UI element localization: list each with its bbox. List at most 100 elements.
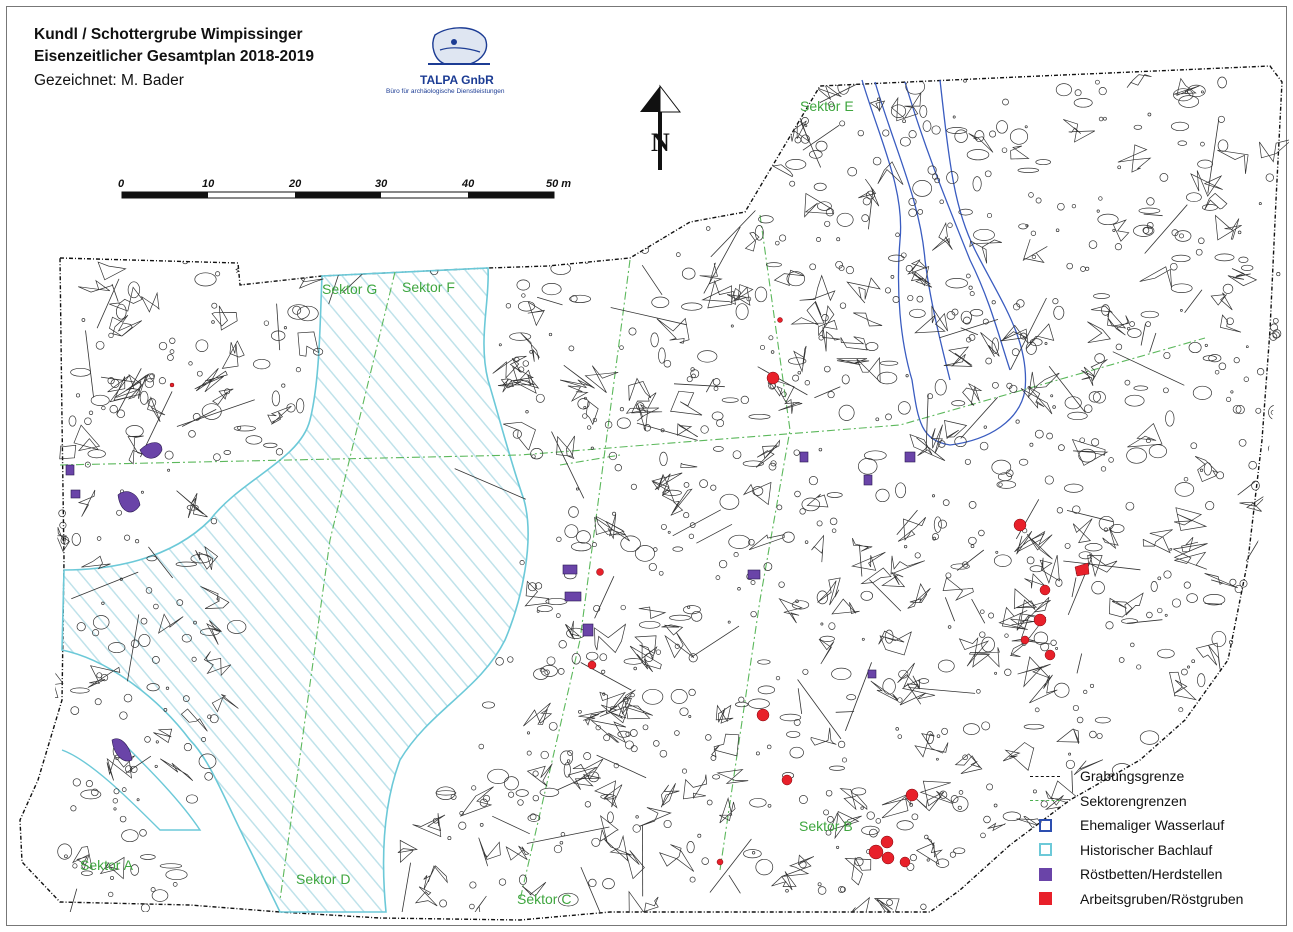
- ditch-line: [956, 549, 985, 571]
- pit-outline: [705, 734, 712, 741]
- irregular-feature: [664, 632, 695, 659]
- pit-outline: [631, 228, 637, 234]
- feature-outline: [934, 378, 947, 396]
- ditch-line: [181, 409, 217, 427]
- feature-outline: [233, 425, 256, 432]
- feature-outline: [1091, 581, 1105, 595]
- feature-outline: [1260, 547, 1271, 553]
- pit-outline: [730, 324, 734, 328]
- pit-outline: [779, 234, 787, 242]
- pit-outline: [908, 130, 917, 139]
- irregular-feature: [211, 305, 238, 331]
- pit-outline: [583, 396, 587, 400]
- pit-outline: [823, 809, 830, 816]
- feature-outline: [851, 787, 867, 796]
- feature-outline: [577, 398, 590, 410]
- irregular-feature: [1027, 371, 1060, 399]
- ditch-line: [396, 862, 411, 912]
- feature-outline: [390, 213, 414, 229]
- irregular-feature: [175, 135, 203, 162]
- pit-outline: [522, 360, 529, 367]
- pit-outline: [495, 657, 504, 666]
- pit-outline: [211, 302, 218, 309]
- irregular-feature: [184, 85, 213, 108]
- legend-item-roasting-beds: Röstbetten/Herdstellen: [1030, 862, 1280, 887]
- pit-outline: [532, 770, 539, 777]
- pit-outline: [108, 891, 114, 898]
- feature-outline: [146, 555, 157, 562]
- pit-outline: [699, 479, 708, 488]
- feature-outline: [138, 633, 151, 647]
- pit-outline: [306, 127, 312, 133]
- feature-outline: [331, 131, 347, 143]
- pit-outline: [1190, 442, 1198, 450]
- legend-label: Röstbetten/Herdstellen: [1080, 866, 1223, 883]
- feature-outline: [87, 449, 106, 459]
- feature-outline: [662, 489, 682, 496]
- pit-outline: [148, 243, 155, 251]
- cyan-outline-box-icon: [1038, 843, 1052, 857]
- pit-outline: [1034, 429, 1044, 439]
- pit-outline: [1241, 750, 1251, 760]
- pit-outline: [829, 517, 838, 526]
- irregular-feature: [56, 526, 70, 553]
- pit-outline: [167, 354, 174, 361]
- feature-outline: [651, 296, 670, 308]
- irregular-feature: [176, 490, 208, 519]
- irregular-feature: [811, 534, 825, 563]
- pit-outline: [862, 197, 871, 206]
- pit-outline: [123, 693, 133, 703]
- feature-outline: [186, 794, 198, 804]
- feature-outline: [517, 300, 536, 312]
- irregular-feature: [858, 178, 880, 207]
- feature-outline: [1242, 724, 1261, 738]
- pit-outline: [336, 97, 342, 103]
- feature-outline: [896, 820, 914, 831]
- pit-outline: [455, 198, 465, 208]
- pit-outline: [636, 402, 645, 411]
- irregular-feature: [919, 780, 953, 807]
- feature-outline: [511, 229, 519, 235]
- feature-outline: [287, 304, 310, 320]
- irregular-feature: [1236, 699, 1263, 723]
- pit-outline: [583, 405, 587, 409]
- feature-outline: [533, 668, 549, 680]
- feature-outline: [754, 286, 768, 303]
- pit-outline: [656, 233, 664, 241]
- pit-outline: [546, 227, 554, 235]
- irregular-feature: [808, 72, 842, 101]
- irregular-feature: [829, 810, 862, 840]
- irregular-feature: [391, 230, 421, 251]
- pit-outline: [70, 805, 77, 812]
- feature-outline: [960, 310, 973, 324]
- irregular-feature: [930, 424, 943, 454]
- irregular-feature: [109, 286, 143, 312]
- irregular-feature: [810, 727, 837, 746]
- irregular-feature: [1142, 529, 1173, 554]
- irregular-feature: [117, 320, 143, 337]
- pit-outline: [354, 178, 363, 187]
- feature-outline: [634, 545, 656, 562]
- irregular-feature: [297, 331, 320, 357]
- pit-outline: [884, 287, 892, 294]
- feature-outline: [1067, 411, 1088, 421]
- feature-outline: [1208, 354, 1222, 363]
- feature-outline: [779, 713, 802, 722]
- pit-outline: [1181, 668, 1188, 676]
- pit-outline: [1072, 505, 1081, 514]
- irregular-feature: [701, 279, 736, 309]
- irregular-feature: [206, 620, 222, 645]
- pit-outline: [471, 785, 477, 791]
- irregular-feature: [610, 689, 636, 719]
- irregular-feature: [1014, 530, 1046, 555]
- ditch-line: [116, 368, 142, 415]
- pit-outline: [799, 861, 807, 869]
- pit-outline: [957, 805, 962, 810]
- pit-outline: [908, 197, 917, 206]
- pit-outline: [1194, 722, 1201, 730]
- irregular-feature: [651, 472, 683, 503]
- pit-outline: [102, 185, 108, 190]
- pit-outline: [950, 795, 959, 803]
- pit-outline: [1130, 642, 1135, 648]
- irregular-feature: [1173, 77, 1200, 96]
